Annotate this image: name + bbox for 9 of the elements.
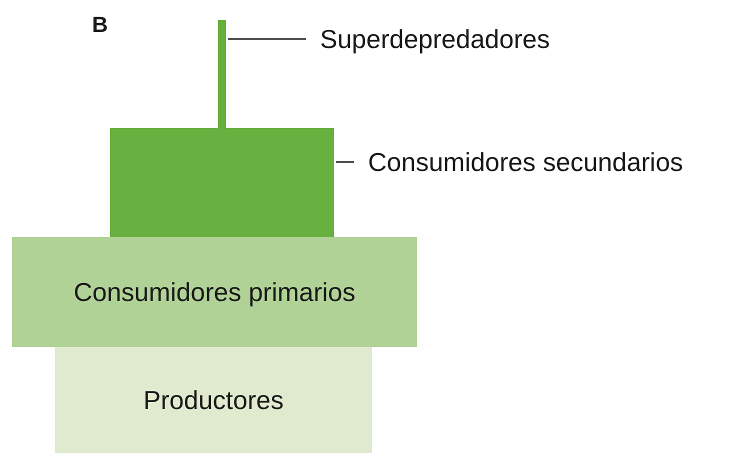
pyramid-level	[110, 128, 334, 238]
panel-letter: B	[92, 12, 108, 38]
pyramid-bar	[218, 20, 226, 128]
leader-line	[336, 161, 354, 163]
leader-line	[228, 38, 306, 40]
pyramid-level: Productores	[55, 347, 372, 453]
level-label: Consumidores secundarios	[368, 145, 684, 179]
pyramid-level: Consumidores primarios	[12, 237, 417, 347]
level-label: Superdepredadores	[320, 22, 550, 56]
